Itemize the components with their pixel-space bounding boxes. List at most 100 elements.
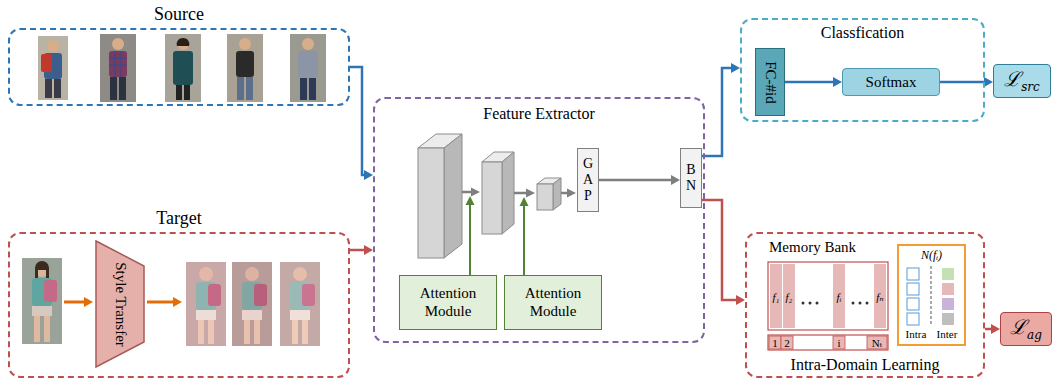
flow-arrow-part bbox=[471, 188, 480, 197]
feature-label: fᵢ bbox=[837, 291, 842, 303]
flow-arrow-part bbox=[514, 192, 527, 195]
feature-block bbox=[418, 134, 561, 258]
connector bbox=[702, 63, 740, 156]
memory-bank-part bbox=[769, 336, 781, 349]
loss-box: ℒag bbox=[1000, 312, 1052, 346]
gap-box: GAP bbox=[577, 148, 599, 212]
intra-domain-group: Memory BankIntra-Domain LearningN(fᵢ)Int… bbox=[745, 232, 985, 378]
memory-bank-part bbox=[781, 336, 793, 349]
person-photo-part bbox=[184, 85, 190, 100]
person-photo-part bbox=[292, 320, 298, 344]
node-text: Memory Bank bbox=[769, 239, 856, 256]
attention-arrow-part bbox=[466, 196, 475, 205]
person-photo-part bbox=[302, 284, 315, 306]
arrow-head bbox=[671, 175, 680, 185]
person-photo-part bbox=[44, 280, 57, 302]
attention-arrow-part bbox=[523, 205, 525, 275]
flow-arrow-part bbox=[462, 191, 472, 194]
node-text: ag bbox=[1027, 328, 1042, 342]
node-text: Classfication bbox=[742, 24, 983, 42]
arrow-head bbox=[364, 170, 373, 180]
node-text: GAP bbox=[581, 156, 595, 204]
person-photo-part bbox=[100, 34, 136, 102]
node-text: src bbox=[1021, 80, 1040, 94]
feature-extractor-group: Feature ExtractorAttention ModuleAttenti… bbox=[373, 97, 705, 343]
flow-arrow-part bbox=[526, 189, 535, 198]
person-photo bbox=[38, 36, 68, 100]
node-text: Style Transfer bbox=[112, 262, 129, 347]
feature-label: f₂ bbox=[786, 291, 793, 303]
person-photo-part bbox=[35, 261, 49, 278]
person-photo bbox=[232, 262, 272, 346]
node-text: FC-#id bbox=[762, 61, 779, 104]
trapezoid-shape bbox=[96, 241, 144, 367]
index-label: i bbox=[837, 337, 840, 349]
person-photo-part bbox=[165, 34, 201, 102]
node-text: Target bbox=[10, 208, 348, 229]
person-photo-part bbox=[22, 258, 62, 344]
transfer-arrow-part bbox=[173, 297, 182, 307]
person-photo-part bbox=[196, 310, 216, 320]
person-photo-part bbox=[44, 316, 50, 342]
connector-line bbox=[599, 179, 672, 182]
node-text: Intra bbox=[900, 328, 932, 340]
person-photo-part bbox=[208, 284, 221, 306]
node-text: Feature Extractor bbox=[375, 105, 703, 123]
person-photo-part bbox=[112, 38, 124, 50]
feature-block-part bbox=[444, 134, 462, 258]
attention-box: Attention Module bbox=[504, 275, 602, 330]
memory-bank-part bbox=[802, 302, 805, 305]
memory-bank-part bbox=[768, 262, 888, 330]
person-photo-part bbox=[300, 78, 307, 100]
person-photo-part bbox=[244, 320, 250, 344]
person-photo-part bbox=[41, 54, 52, 72]
person-photo-part bbox=[237, 77, 244, 100]
connector bbox=[350, 245, 373, 255]
node-text: ℒ bbox=[1010, 313, 1027, 340]
node-text: Softmax bbox=[866, 74, 917, 91]
arrow-head bbox=[991, 324, 1000, 334]
loss-box: ℒsrc bbox=[993, 64, 1051, 98]
memory-bank bbox=[768, 262, 888, 350]
person-photo-part bbox=[245, 267, 259, 281]
person-photo-part bbox=[177, 38, 189, 50]
person-photo-part bbox=[309, 78, 316, 100]
node-text: Source bbox=[10, 4, 348, 25]
memory-bank-part bbox=[874, 264, 886, 328]
memory-bank-part bbox=[816, 302, 819, 305]
attention-box: Attention Module bbox=[399, 275, 497, 330]
neighbour-squares-part bbox=[907, 298, 919, 310]
person-photo-part bbox=[199, 267, 213, 281]
node-text: ℒ bbox=[1004, 65, 1021, 92]
index-label: 1 bbox=[772, 337, 778, 349]
feature-block-part bbox=[418, 148, 444, 258]
person-photo-part bbox=[54, 79, 61, 98]
node-text: Intra-Domain Learning bbox=[747, 356, 983, 374]
node-text: BN bbox=[684, 162, 698, 194]
feature-block-part bbox=[553, 178, 561, 210]
person-photo-part bbox=[47, 40, 59, 52]
neighbour-squares-part bbox=[942, 283, 954, 295]
person-photo-part bbox=[239, 38, 251, 50]
neighbour-squares-part bbox=[907, 313, 919, 325]
transfer-arrow-part bbox=[64, 301, 85, 304]
source-group: Source bbox=[8, 28, 350, 106]
softmax-box: Softmax bbox=[842, 68, 940, 96]
neighbour-squares-part bbox=[907, 283, 919, 295]
neighbour-squares-part bbox=[931, 266, 932, 324]
index-label: Nₜ bbox=[872, 336, 883, 349]
person-photo-part bbox=[246, 77, 253, 100]
person-photo-part bbox=[173, 51, 193, 85]
person-photo bbox=[186, 262, 226, 346]
neighbour-squares-part bbox=[942, 268, 954, 280]
node-text: Attention Module bbox=[505, 285, 601, 320]
memory-bank-part bbox=[809, 302, 812, 305]
person-photo bbox=[165, 34, 201, 102]
bn-box: BN bbox=[680, 148, 702, 208]
connector-line bbox=[785, 81, 834, 84]
flow-arrow-part bbox=[561, 192, 568, 195]
person-photo-part bbox=[232, 262, 272, 346]
person-photo bbox=[100, 34, 136, 102]
person-photo-part bbox=[34, 316, 40, 342]
arrow-head bbox=[984, 77, 993, 87]
